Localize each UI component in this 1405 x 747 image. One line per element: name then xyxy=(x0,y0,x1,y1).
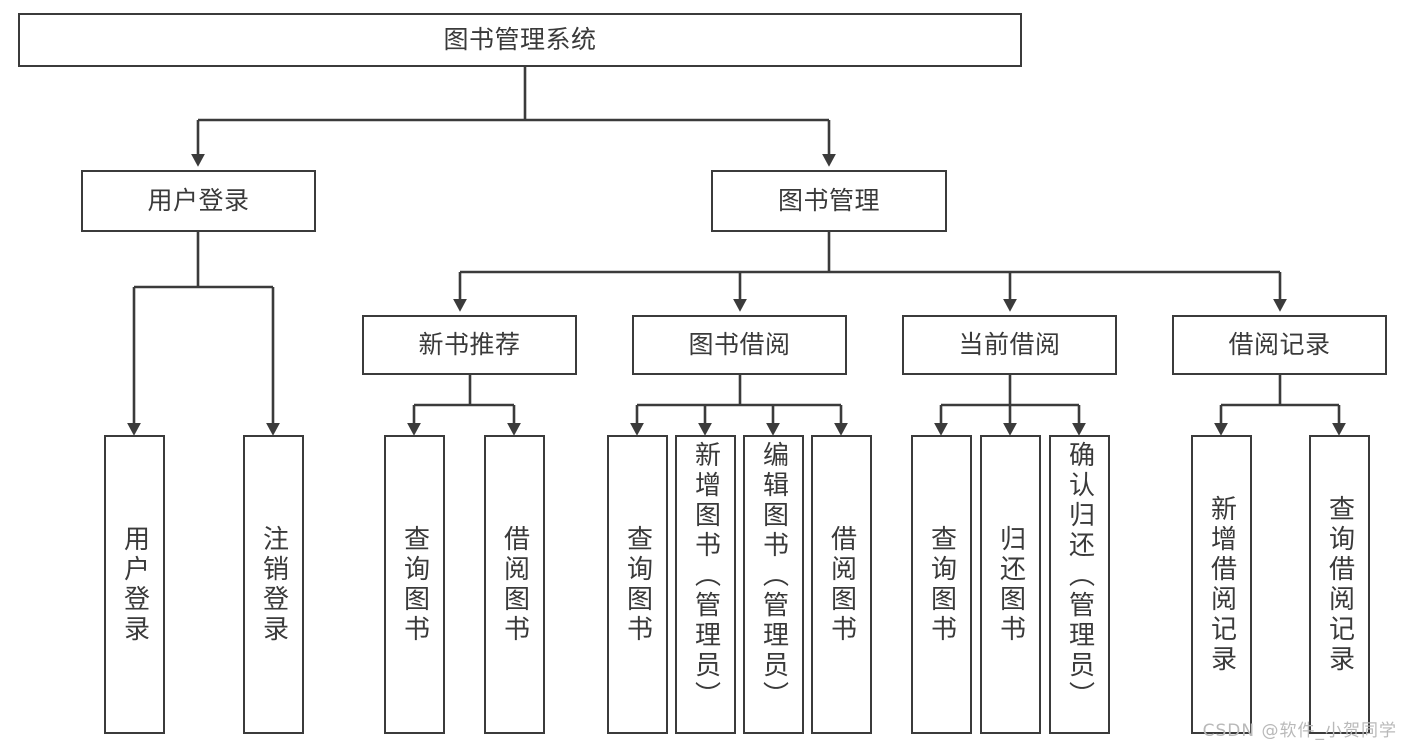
node-current-borrow[interactable]: 当前借阅 xyxy=(902,315,1117,375)
node-label: 借阅记录 xyxy=(1228,330,1331,359)
node-label: 图书管理 xyxy=(777,186,880,215)
node-label: 用户登录 xyxy=(147,186,250,215)
node-borrow-record[interactable]: 借阅记录 xyxy=(1172,315,1387,375)
node-label: 当前借阅 xyxy=(958,330,1061,359)
leaf-book-borrow-edit[interactable]: 编辑图书（管理员） xyxy=(743,435,804,734)
leaf-book-borrow-add[interactable]: 新增图书（管理员） xyxy=(675,435,736,734)
node-label: 查询图书 xyxy=(926,524,957,645)
leaf-user-login-logout[interactable]: 注销登录 xyxy=(243,435,304,734)
node-label: 新书推荐 xyxy=(418,330,521,359)
watermark-text: CSDN @软件_小贺同学 xyxy=(1202,721,1397,741)
node-book-management[interactable]: 图书管理 xyxy=(711,170,947,232)
node-label: 用户登录 xyxy=(119,524,150,645)
node-label: 确认归还（管理员） xyxy=(1064,441,1095,711)
node-label: 借阅图书 xyxy=(826,524,857,645)
node-label: 新增图书（管理员） xyxy=(690,441,721,711)
leaf-book-borrow-query[interactable]: 查询图书 xyxy=(607,435,668,734)
node-label: 新增借阅记录 xyxy=(1206,494,1237,675)
leaf-current-borrow-confirm-return[interactable]: 确认归还（管理员） xyxy=(1049,435,1110,734)
node-label: 借阅图书 xyxy=(499,524,530,645)
node-label: 查询借阅记录 xyxy=(1324,494,1355,675)
leaf-book-borrow-borrow[interactable]: 借阅图书 xyxy=(811,435,872,734)
node-label: 查询图书 xyxy=(622,524,653,645)
node-label: 图书借阅 xyxy=(688,330,791,359)
leaf-new-book-query[interactable]: 查询图书 xyxy=(384,435,445,734)
leaf-borrow-record-query[interactable]: 查询借阅记录 xyxy=(1309,435,1370,734)
leaf-user-login-login[interactable]: 用户登录 xyxy=(104,435,165,734)
leaf-new-book-borrow[interactable]: 借阅图书 xyxy=(484,435,545,734)
node-root-system[interactable]: 图书管理系统 xyxy=(18,13,1022,67)
node-label: 归还图书 xyxy=(995,524,1026,645)
leaf-current-borrow-return[interactable]: 归还图书 xyxy=(980,435,1041,734)
leaf-borrow-record-add[interactable]: 新增借阅记录 xyxy=(1191,435,1252,734)
node-label: 图书管理系统 xyxy=(443,25,597,54)
leaf-current-borrow-query[interactable]: 查询图书 xyxy=(911,435,972,734)
node-book-borrow[interactable]: 图书借阅 xyxy=(632,315,847,375)
node-user-login[interactable]: 用户登录 xyxy=(81,170,316,232)
node-label: 编辑图书（管理员） xyxy=(758,441,789,711)
node-label: 查询图书 xyxy=(399,524,430,645)
node-label: 注销登录 xyxy=(258,524,289,645)
node-new-book-recommend[interactable]: 新书推荐 xyxy=(362,315,577,375)
